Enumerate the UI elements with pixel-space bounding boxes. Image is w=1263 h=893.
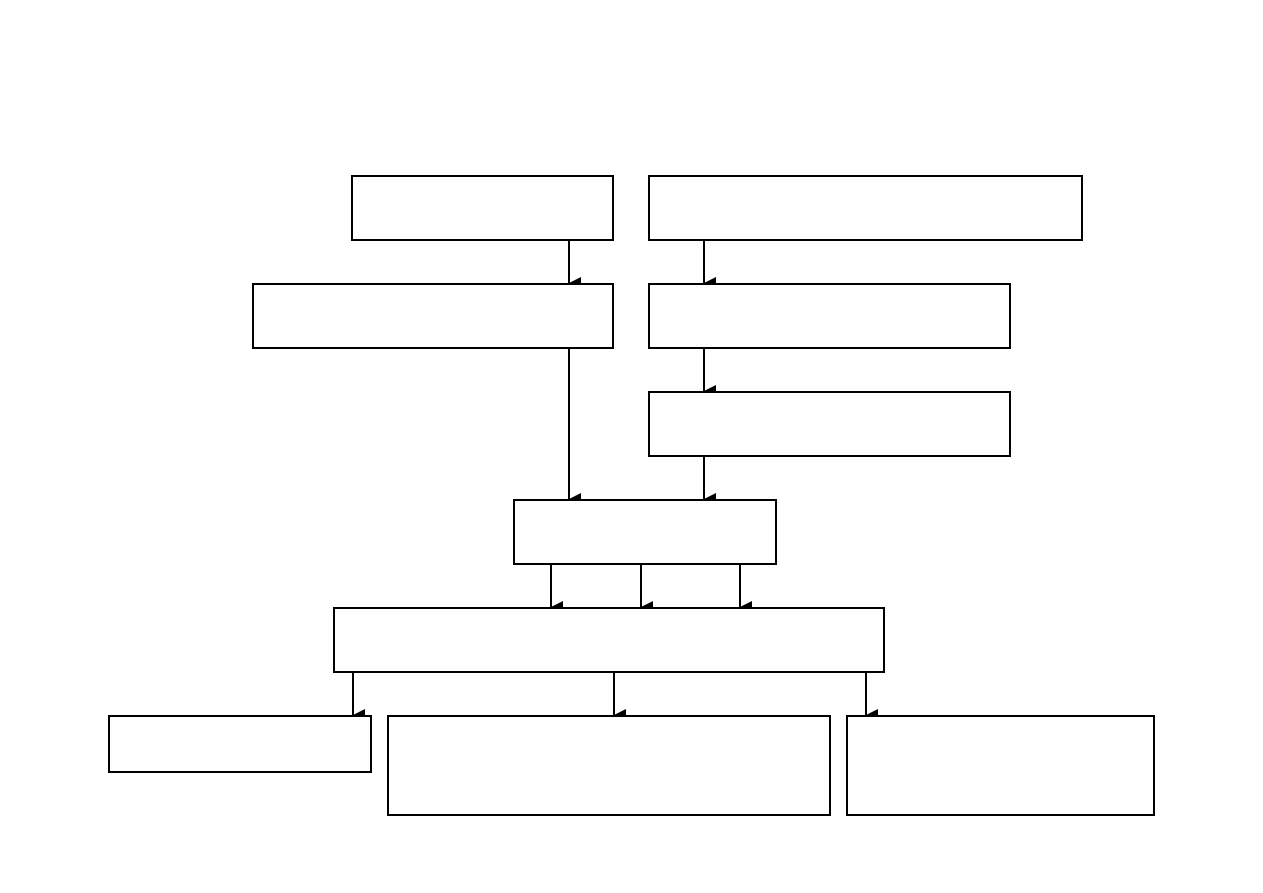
flowchart-box-g [333, 607, 885, 673]
flowchart-box-a [351, 175, 614, 241]
flowchart-box-j [846, 715, 1155, 816]
flowchart-box-f [513, 499, 777, 565]
flowchart-box-e [648, 391, 1011, 457]
flowchart-box-d [648, 283, 1011, 349]
flowchart-box-b [648, 175, 1083, 241]
flowchart-box-c [252, 283, 614, 349]
flowchart-box-i [387, 715, 831, 816]
flowchart-box-h [108, 715, 372, 773]
